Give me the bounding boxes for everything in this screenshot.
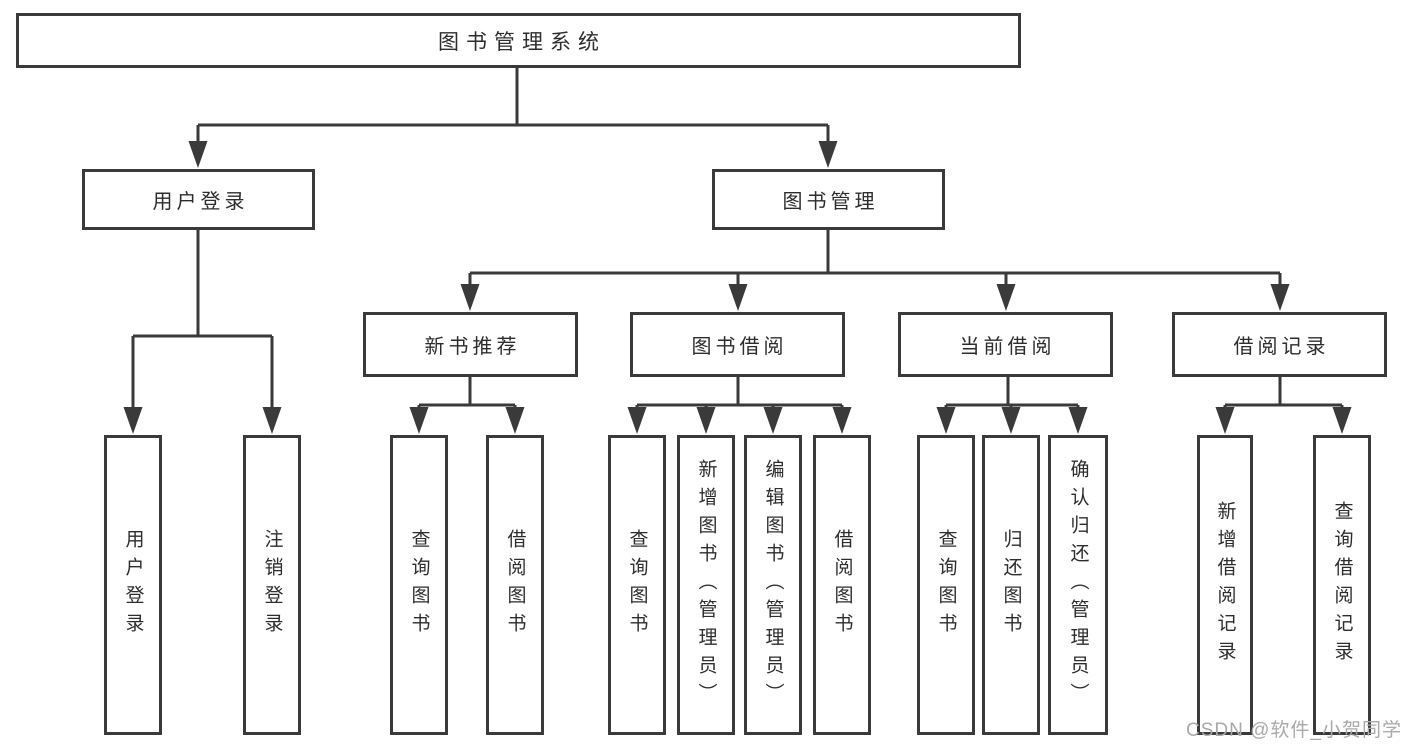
- node-label: 新增借阅记录: [1214, 501, 1236, 669]
- leaf-query-books-1: 查询图书: [390, 435, 448, 735]
- leaf-return-books: 归还图书: [982, 435, 1040, 735]
- edge-user-login-children: [131, 230, 274, 418]
- edge-new-book-children: [417, 377, 517, 418]
- leaf-borrow-books-1: 借阅图书: [486, 435, 544, 735]
- leaf-query-books-3: 查询图书: [917, 435, 975, 735]
- node-borrowing-records: 借阅记录: [1172, 312, 1387, 377]
- node-label: 用户登录: [152, 191, 249, 213]
- node-label: 图书管理系统: [438, 30, 606, 54]
- node-label: 当前借阅: [959, 336, 1056, 358]
- node-label: 借阅记录: [1233, 336, 1330, 358]
- leaf-confirm-return-admin: 确认归还（管理员）: [1048, 435, 1108, 735]
- node-label: 归还图书: [1000, 529, 1022, 641]
- leaf-logout: 注销登录: [243, 435, 301, 735]
- node-label: 借阅图书: [504, 529, 526, 641]
- edge-root-to-level2: [196, 68, 830, 152]
- node-book-management-system: 图书管理系统: [16, 13, 1021, 68]
- leaf-borrow-books-2: 借阅图书: [813, 435, 871, 735]
- node-label: 查询借阅记录: [1331, 501, 1353, 669]
- leaf-query-borrowing-record: 查询借阅记录: [1313, 435, 1371, 735]
- leaf-add-borrowing-record: 新增借阅记录: [1197, 435, 1253, 735]
- node-label: 注销登录: [261, 529, 283, 641]
- node-label: 新书推荐: [424, 336, 521, 358]
- node-label: 查询图书: [626, 529, 648, 641]
- node-label: 用户登录: [122, 529, 144, 641]
- node-label: 图书管理: [782, 191, 879, 213]
- node-label: 图书借阅: [691, 336, 788, 358]
- leaf-add-books-admin: 新增图书（管理员）: [677, 435, 735, 735]
- leaf-user-login: 用户登录: [104, 435, 162, 735]
- node-book-management: 图书管理: [712, 169, 945, 230]
- leaf-edit-books-admin: 编辑图书（管理员）: [744, 435, 802, 735]
- edge-book-management-children: [468, 230, 1282, 295]
- edge-borrowing-records-children: [1223, 377, 1344, 418]
- node-label: 编辑图书（管理员）: [762, 459, 784, 711]
- csdn-watermark: CSDN @软件_小贺同学: [1186, 720, 1402, 741]
- node-label: 借阅图书: [831, 529, 853, 641]
- node-new-book-recommendation: 新书推荐: [363, 312, 578, 377]
- node-label: 查询图书: [935, 529, 957, 641]
- node-book-borrowing: 图书借阅: [630, 312, 845, 377]
- edge-book-borrowing-children: [635, 377, 844, 418]
- leaf-query-books-2: 查询图书: [608, 435, 666, 735]
- node-label: 确认归还（管理员）: [1067, 459, 1089, 711]
- node-user-login: 用户登录: [82, 169, 315, 230]
- edge-current-borrowing-children: [944, 377, 1080, 418]
- node-current-borrowing: 当前借阅: [898, 312, 1113, 377]
- node-label: 查询图书: [408, 529, 430, 641]
- node-label: 新增图书（管理员）: [695, 459, 717, 711]
